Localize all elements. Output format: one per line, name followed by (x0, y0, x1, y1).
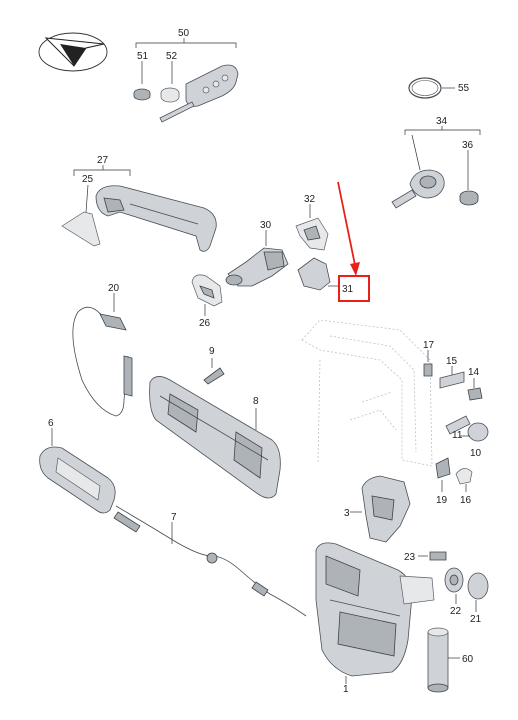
callout-15: 15 (446, 356, 458, 367)
callout-27: 27 (97, 155, 109, 166)
latch-bracket (350, 457, 473, 543)
outside-handle-group (61, 165, 217, 252)
callout-labels: 50 51 52 55 34 36 27 25 32 30 31 20 26 9… (48, 28, 482, 695)
cable-20 (72, 293, 133, 417)
door-lock-group (315, 542, 489, 693)
callout-22: 22 (450, 606, 462, 617)
callout-11: 11 (452, 430, 463, 441)
door-frame-outline (301, 319, 433, 467)
callout-52: 52 (166, 51, 178, 62)
callout-23: 23 (404, 552, 416, 563)
callout-6: 6 (48, 418, 54, 429)
callout-20: 20 (108, 283, 120, 294)
callout-7: 7 (171, 512, 177, 523)
callout-9: 9 (209, 346, 215, 357)
callout-60: 60 (462, 654, 474, 665)
callout-34: 34 (436, 116, 448, 127)
lock-cylinder-group (191, 204, 340, 316)
callout-51: 51 (137, 51, 149, 62)
callout-8: 8 (253, 396, 259, 407)
direction-arrow-icon (38, 32, 108, 72)
callout-19: 19 (436, 495, 448, 506)
key-group (133, 38, 239, 123)
callout-26: 26 (199, 318, 211, 329)
callout-30: 30 (260, 220, 272, 231)
callout-1: 1 (343, 684, 349, 695)
callout-25: 25 (82, 174, 94, 185)
handle-carrier-group (149, 358, 281, 499)
inside-handle-group (39, 428, 307, 617)
callout-10: 10 (470, 448, 482, 459)
callout-16: 16 (460, 495, 472, 506)
callout-50: 50 (178, 28, 190, 39)
callout-36: 36 (462, 140, 474, 151)
callout-3: 3 (344, 508, 350, 519)
callout-21: 21 (470, 614, 482, 625)
highlight-marker (337, 181, 370, 302)
fastener-parts (423, 350, 489, 442)
callout-17: 17 (423, 340, 435, 351)
callout-32: 32 (304, 194, 316, 205)
seal-ring (408, 77, 455, 99)
callout-14: 14 (468, 367, 480, 378)
callout-55: 55 (458, 83, 470, 94)
key-blade-group (391, 126, 481, 209)
callout-31: 31 (342, 284, 354, 295)
